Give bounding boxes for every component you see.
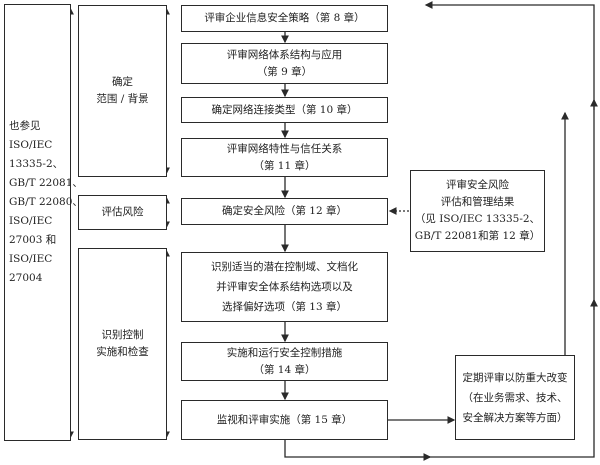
step-connection-types: 确定网络连接类型（第 10 章） [181, 97, 388, 123]
step-control-options: 识别适当的潜在控制域、文档化 并评审安全体系结构选项以及 选择偏好选项（第 13… [181, 252, 388, 322]
see-also-line: GB/T 22081、 [9, 177, 83, 189]
phase-scope: 确定 范围 / 背景 [78, 5, 167, 177]
step-label: 评审网络体系结构与应用 [226, 48, 343, 61]
step-label: 并评审安全体系结构选项以及 [216, 281, 353, 293]
phase-label: 范围 / 背景 [96, 93, 149, 105]
see-also-note: 也参见 ISO/IEC 13335-2、 GB/T 22081、 GB/T 22… [4, 4, 83, 441]
risk-input-line: GB/T 22081和第 12 章） [414, 230, 541, 242]
risk-input-line: 评审安全风险 [446, 179, 509, 191]
phase-label: 识别控制 [101, 329, 144, 341]
phase-label: 实施和检查 [96, 346, 149, 358]
see-also-line: 27004 [9, 272, 43, 284]
periodic-review-box: 定期评审以防重大改变 （在业务需求、技术、 安全解决方案等方面） [455, 355, 575, 440]
step-label: （第 9 章） [256, 65, 313, 78]
see-also-line: 27003 和 [9, 234, 57, 246]
step-label: 确定安全风险（第 12 章） [221, 205, 348, 217]
step-label: （第 14 章） [253, 363, 316, 376]
risk-input-line: 评估和管理结果 [440, 196, 515, 208]
step-label: （第 11 章） [253, 159, 316, 172]
step-implement-controls: 实施和运行安全控制措施 （第 14 章） [181, 342, 388, 381]
step-security-risks: 确定安全风险（第 12 章） [181, 198, 388, 225]
periodic-review-line: 定期评审以防重大改变 [462, 371, 568, 384]
step-network-characteristics: 评审网络特性与信任关系 （第 11 章） [181, 138, 388, 177]
step-label: 选择偏好选项（第 13 章） [221, 301, 348, 313]
step-network-architecture: 评审网络体系结构与应用 （第 9 章） [181, 43, 388, 84]
phase-controls: 识别控制 实施和检查 [78, 248, 167, 440]
step-label: 确定网络连接类型（第 10 章） [211, 103, 358, 116]
feedback-loop [284, 1, 595, 458]
see-also-line: 也参见 [9, 120, 41, 132]
see-also-line: ISO/IEC [9, 139, 53, 151]
risk-input-box: 评审安全风险 评估和管理结果 （见 ISO/IEC 13335-2、 GB/T … [410, 170, 545, 252]
step-monitor-review: 监视和评审实施（第 15 章） [181, 400, 388, 440]
risk-input-line: （见 ISO/IEC 13335-2、 [414, 213, 541, 225]
see-also-line: ISO/IEC [9, 215, 53, 227]
step-label: 监视和评审实施（第 15 章） [216, 413, 353, 426]
step-label: 实施和运行安全控制措施 [226, 346, 343, 359]
phase-assess-risk: 评估风险 [78, 195, 167, 230]
phase-label: 评估风险 [101, 206, 144, 218]
see-also-line: ISO/IEC [9, 253, 53, 265]
step-enterprise-policy: 评审企业信息安全策略（第 8 章） [181, 5, 388, 32]
see-also-line: 13335-2、 [9, 158, 64, 170]
phase-label: 确定 [112, 76, 133, 88]
periodic-review-line: （在业务需求、技术、 [462, 391, 568, 404]
see-also-line: GB/T 22080、 [9, 196, 83, 208]
periodic-review-line: 安全解决方案等方面） [462, 411, 568, 424]
step-label: 评审企业信息安全策略（第 8 章） [204, 12, 365, 24]
step-label: 评审网络特性与信任关系 [226, 142, 343, 155]
step-label: 识别适当的潜在控制域、文档化 [211, 261, 358, 273]
